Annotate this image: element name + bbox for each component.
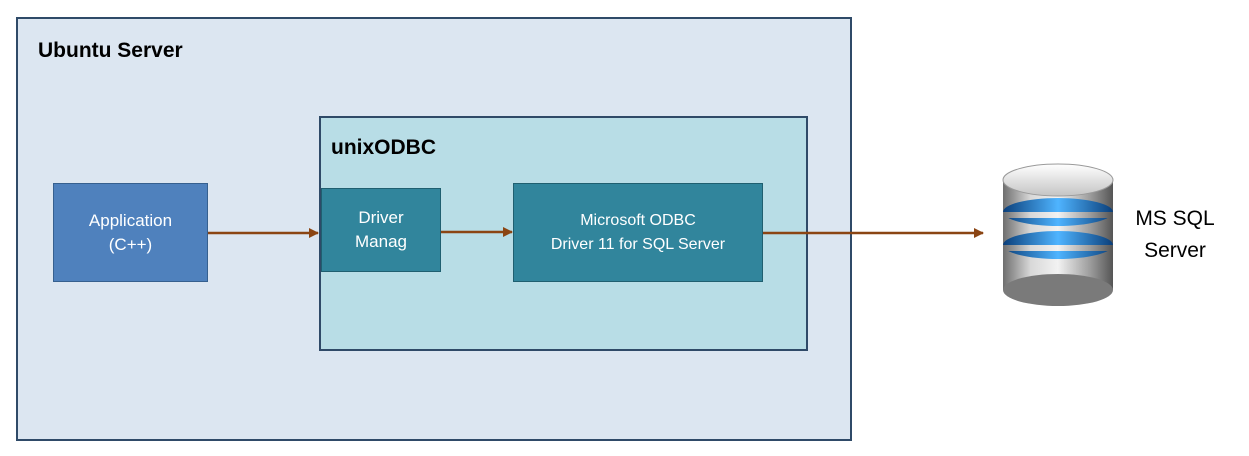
database-label-line1: MS SQL [1135, 207, 1215, 230]
database-label: MS SQL Server [1120, 203, 1230, 267]
odbc-driver-label-line1: Microsoft ODBC [580, 211, 696, 229]
application-box: Application (C++) [53, 183, 208, 282]
driver-manager-box: Driver Manag [321, 188, 441, 272]
application-label-line2: (C++) [108, 234, 153, 254]
driver-manager-label-line2: Manag [355, 232, 407, 251]
ubuntu-server-title: Ubuntu Server [38, 39, 183, 62]
odbc-driver-label-line2: Driver 11 for SQL Server [550, 235, 726, 253]
database-label-line2: Server [1144, 239, 1206, 262]
driver-manager-label-line1: Driver [358, 208, 404, 227]
unixodbc-title: unixODBC [331, 136, 436, 159]
application-label-line1: Application [88, 210, 173, 230]
odbc-driver-box: Microsoft ODBC Driver 11 for SQL Server [513, 183, 763, 282]
